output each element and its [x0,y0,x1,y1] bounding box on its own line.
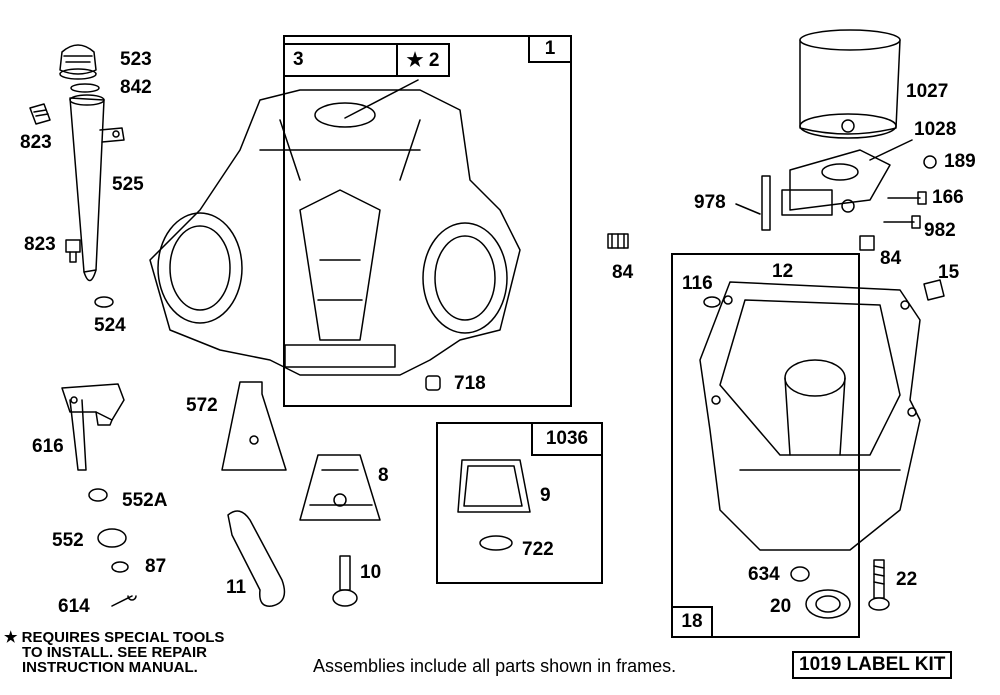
tag-seal-2: ★ 2 [396,43,450,77]
cylinder-block-part [149,89,521,376]
label-1027: 1027 [906,81,949,102]
o-ring-842-part [70,83,100,93]
bushing-634-part [790,566,810,582]
breather-tube-part [227,510,286,607]
label-9: 9 [540,485,551,506]
label-166: 166 [932,187,964,208]
label-634: 634 [748,564,780,585]
screw-22-part [868,559,890,611]
label-12: 12 [772,261,794,282]
washer-524-part [94,296,114,308]
dipstick-cap-part [59,44,97,80]
screw-10-part [332,555,358,607]
label-842: 842 [120,77,152,98]
assemblies-footer-note: Assemblies include all parts shown in fr… [313,656,677,676]
label-978: 978 [694,192,726,213]
label-525: 525 [112,174,144,195]
leader-seal-2 [344,79,419,119]
leader-978 [735,203,761,215]
label-523: 523 [120,49,152,70]
label-11: 11 [226,577,247,598]
label-189: 189 [944,151,976,172]
label-87: 87 [145,556,167,577]
label-3: 3 [293,49,304,70]
label-722: 722 [522,539,554,560]
label-616: 616 [32,436,64,457]
label-kit-box: 1019 LABEL KIT [792,651,953,679]
special-tools-note: ★ REQUIRES SPECIAL TOOLS TO INSTALL. SEE… [4,630,224,675]
tag-seal-3: 3 [283,43,398,77]
gasket-978-part [761,175,771,231]
cylinder-head-baffle-part [299,454,381,521]
tag-block-1: 1 [528,35,572,63]
plug-84-part [607,233,629,249]
nut-189-part [923,155,937,169]
washer-116-part [703,296,721,308]
washer-87-part [111,561,129,573]
label-10: 10 [360,562,382,583]
bushing-552a-part [88,488,108,502]
governor-lever-part [61,383,125,471]
dipstick-tube-part [69,94,125,282]
label-84b: 84 [880,248,902,269]
oil-filter-part [799,29,901,139]
gasket-9-inner [463,465,523,507]
label-982: 982 [924,220,956,241]
label-552a: 552A [122,490,168,511]
label-84a: 84 [612,262,634,283]
plug-15-part [923,279,945,301]
label-524: 524 [94,315,126,336]
note-line-3: INSTRUCTION MANUAL. [22,659,198,676]
air-baffle-part [221,381,287,471]
dowel-718-part [425,375,441,391]
label-823b: 823 [24,234,56,255]
label-572: 572 [186,395,218,416]
label-15: 15 [938,262,960,283]
sump-assembly-frame [671,253,860,638]
screw-823b-part [65,239,81,263]
tag-18: 18 [671,606,713,638]
o-ring-722-part [479,535,513,551]
note-line-1: ★ REQUIRES SPECIAL TOOLS [4,629,225,646]
crankcase-sump-part [699,281,921,551]
label-116: 116 [682,273,713,294]
label-823a: 823 [20,132,52,153]
label-22: 22 [896,569,918,590]
leader-1028 [869,139,913,161]
label-614: 614 [58,596,90,617]
tag-1036: 1036 [531,422,603,456]
screw-823-part [29,103,51,125]
label-20: 20 [770,596,792,617]
label-8: 8 [378,465,389,486]
gasket-kit-frame [436,422,603,584]
label-1028: 1028 [914,119,957,140]
label-552: 552 [52,530,84,551]
screw-166-part [887,191,927,205]
filter-adapter-part [781,149,891,216]
seal-20-part [805,589,851,619]
gasket-9-part [457,459,531,513]
label-718: 718 [454,373,486,394]
note-line-2: TO INSTALL. SEE REPAIR [22,644,208,661]
plug-84b-part [859,235,875,251]
screw-982-part [883,215,921,229]
bushing-552-part [97,528,127,548]
block-assembly-frame [283,35,572,407]
pin-614-part [111,595,137,607]
